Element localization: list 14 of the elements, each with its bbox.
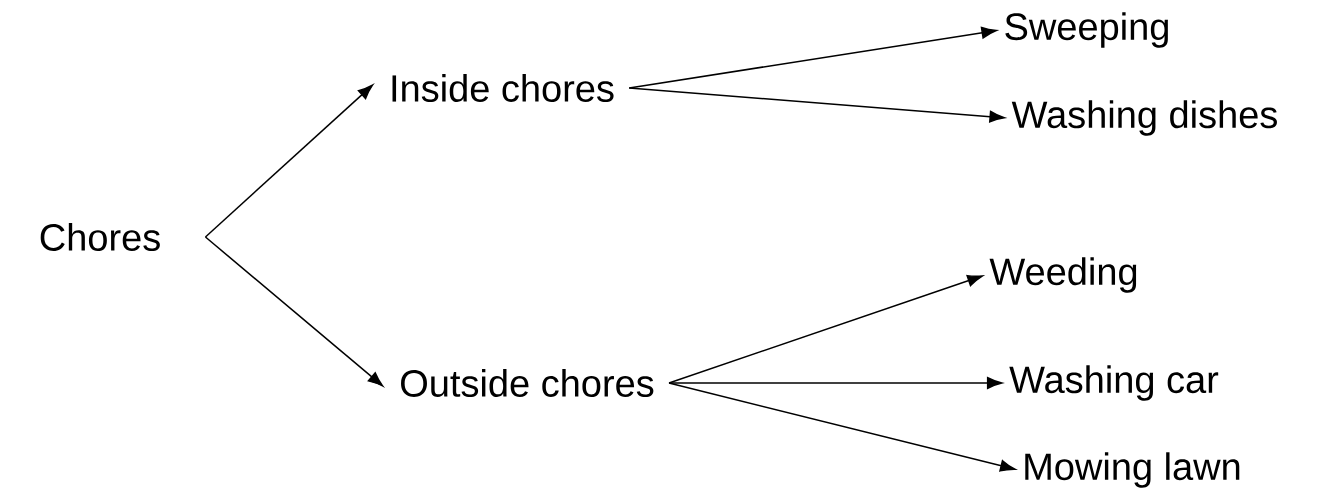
- arrow: [668, 382, 1016, 472]
- arrow: [668, 377, 1003, 389]
- node-label: Washing car: [1009, 365, 1219, 401]
- node-label: Sweeping: [1005, 12, 1168, 48]
- node-label: Outside chores: [401, 369, 654, 397]
- arrow: [628, 87, 1005, 123]
- node-label: Weeding: [989, 257, 1137, 293]
- arrow: [204, 236, 384, 387]
- node-label: Washing dishes: [1011, 100, 1277, 136]
- node-label: Inside chores: [392, 74, 614, 102]
- node-label: Chores: [40, 223, 160, 251]
- node-label: Mowing lawn: [1025, 452, 1240, 488]
- arrow: [668, 274, 983, 384]
- arrow: [204, 84, 374, 238]
